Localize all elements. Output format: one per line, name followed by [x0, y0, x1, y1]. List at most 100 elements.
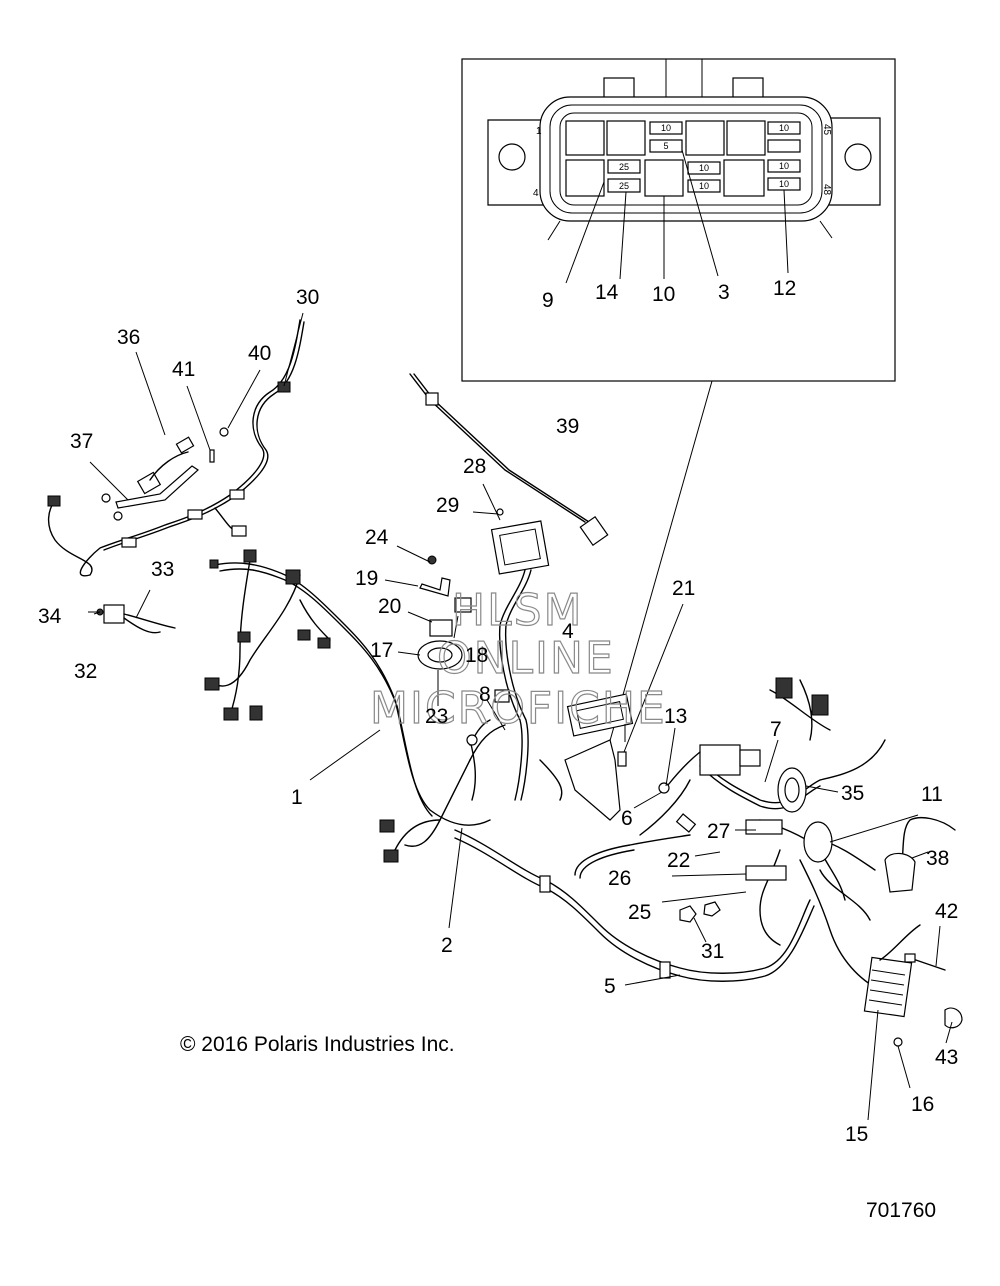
callout-28: 28 [463, 455, 486, 478]
callout-40: 40 [248, 342, 271, 365]
callout-41: 41 [172, 358, 195, 381]
watermark: HLSM ONLINE MICROFICHE [369, 584, 665, 734]
callout-22: 22 [667, 849, 690, 872]
callout-26: 26 [608, 867, 631, 890]
callout-23: 23 [425, 705, 448, 728]
callout-6: 6 [621, 807, 633, 830]
horn-17 [417, 640, 463, 690]
callout-18: 18 [465, 644, 488, 667]
fuse-slot: 25 [607, 178, 641, 193]
callout-24: 24 [365, 526, 389, 549]
bracket-37 [101, 427, 229, 521]
callout-20: 20 [378, 595, 401, 618]
clip-13 [658, 751, 701, 794]
svg-text:10: 10 [779, 161, 789, 171]
screw-16 [893, 1037, 903, 1047]
copyright-text: © 2016 Polaris Industries Inc. [180, 1033, 455, 1056]
harness-5 [454, 829, 881, 991]
svg-text:25: 25 [619, 162, 629, 172]
callout-30: 30 [296, 286, 319, 309]
harness-11 [759, 819, 876, 946]
callout-27: 27 [707, 820, 730, 843]
fuse-slot: 10 [767, 121, 801, 135]
grommet-35 [777, 767, 807, 813]
sensor-39 [409, 373, 609, 547]
callout-17: 17 [370, 639, 393, 662]
svg-text:10: 10 [699, 181, 709, 191]
callout-4: 4 [562, 620, 574, 643]
harness-7 [639, 677, 886, 836]
callout-43: 43 [935, 1046, 958, 1069]
bracket-19 [419, 555, 451, 597]
callout-19: 19 [355, 567, 378, 590]
svg-text:5: 5 [663, 141, 668, 151]
svg-text:ONLINE: ONLINE [437, 633, 615, 684]
callout-11: 11 [921, 783, 943, 806]
callout-16: 16 [911, 1093, 934, 1116]
callout-31: 31 [701, 940, 724, 963]
callout-1: 1 [291, 786, 303, 809]
callout-9: 9 [542, 289, 554, 312]
fuse-slot: 10 [649, 121, 683, 135]
callout-36: 36 [117, 326, 140, 349]
part-43 [944, 1007, 963, 1029]
callout-10: 10 [652, 283, 675, 306]
fuse-slot: 5 [649, 139, 683, 153]
fuse-slot: 10 [687, 179, 721, 193]
inset-frame [461, 58, 896, 382]
callout-21: 21 [672, 577, 695, 600]
callout-labels: 1 2 3 4 5 6 7 8 9 10 11 12 13 14 15 16 1… [38, 277, 958, 1146]
fuse-box-4 [566, 693, 634, 737]
callout-3: 3 [718, 281, 730, 304]
harness-30 [47, 319, 305, 577]
fuse-box-inset: 10 5 25 25 10 10 10 10 10 1 4 45 48 [461, 58, 896, 382]
callout-42: 42 [935, 900, 958, 923]
callout-25: 25 [628, 901, 651, 924]
leader-lines [88, 312, 953, 1121]
fuse-slot: 10 [767, 159, 801, 173]
callout-2: 2 [441, 934, 453, 957]
relay-slot [726, 120, 766, 156]
ecu-28 [490, 508, 550, 801]
part-42 [904, 953, 946, 971]
callout-34: 34 [38, 605, 62, 628]
callout-12: 12 [773, 277, 796, 300]
callout-14: 14 [595, 281, 619, 304]
callout-13: 13 [664, 705, 687, 728]
svg-text:10: 10 [661, 123, 671, 133]
regulator-15 [863, 924, 921, 1047]
nuts-31 [679, 901, 721, 923]
callout-7: 7 [770, 718, 782, 741]
callout-38: 38 [926, 847, 949, 870]
relay-slot [723, 159, 765, 197]
fuse-slot: 10 [687, 161, 721, 175]
callout-39: 39 [556, 415, 579, 438]
callout-8: 8 [479, 683, 491, 706]
sensor-23 [466, 734, 478, 801]
callout-5: 5 [604, 975, 616, 998]
clip-21 [617, 751, 627, 767]
svg-text:25: 25 [619, 181, 629, 191]
callout-29: 29 [436, 494, 459, 517]
callout-35: 35 [841, 782, 864, 805]
relay-slot [644, 159, 684, 197]
relay-20 [429, 597, 472, 637]
fuse-box-housing [539, 96, 833, 222]
svg-text:10: 10 [699, 163, 709, 173]
part-38 [884, 817, 956, 893]
fuse-slot: 25 [607, 159, 641, 174]
callout-37: 37 [70, 430, 93, 453]
svg-text:10: 10 [779, 179, 789, 189]
part-32 [96, 604, 176, 634]
pin-label-45: 45 [821, 124, 832, 136]
fuse-slot: 10 [767, 177, 801, 191]
relay-slot [565, 120, 605, 156]
callout-32: 32 [74, 660, 97, 683]
callout-15: 15 [845, 1123, 868, 1146]
relay-slot [685, 120, 725, 156]
main-harness-1 [204, 549, 491, 826]
svg-text:HLSM: HLSM [452, 585, 584, 636]
callout-33: 33 [151, 558, 174, 581]
harness-22 [574, 834, 691, 879]
